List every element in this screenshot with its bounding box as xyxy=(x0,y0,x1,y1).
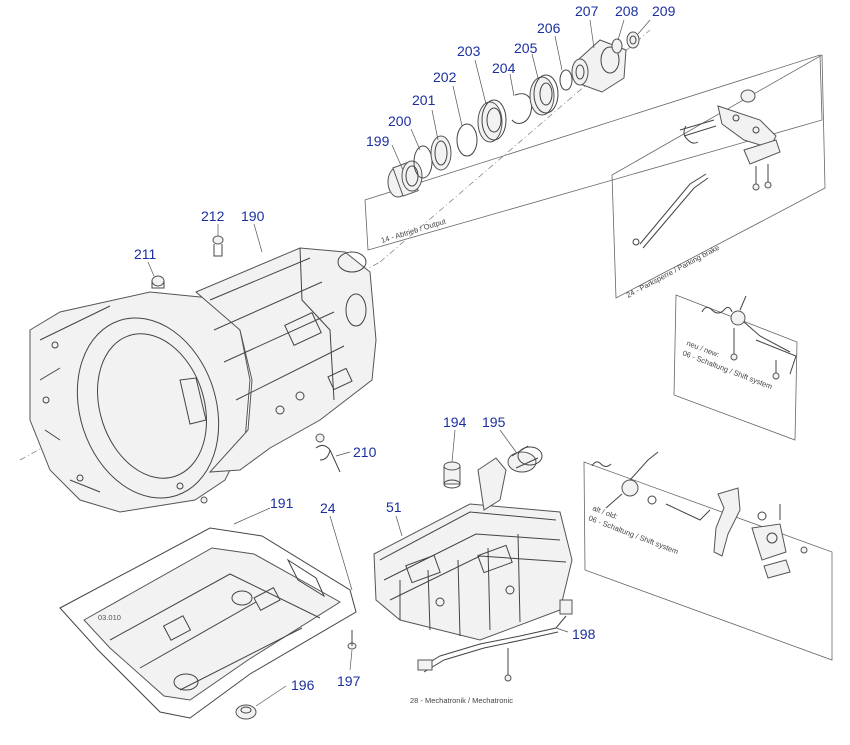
callout-212: 212 xyxy=(201,208,225,224)
filter-194 xyxy=(443,461,461,489)
clip-210 xyxy=(315,433,341,473)
ball-bearing-203 xyxy=(477,99,507,143)
callout-211: 211 xyxy=(134,246,157,262)
bearing-205 xyxy=(529,74,559,116)
callout-210: 210 xyxy=(353,444,377,460)
callout-206: 206 xyxy=(537,20,561,36)
output-caption: 14 - Abtrieb / Output xyxy=(380,216,448,244)
callout-191: 191 xyxy=(270,495,294,511)
bolt-197 xyxy=(347,630,357,650)
ring-201 xyxy=(430,135,452,171)
filter-196 xyxy=(235,704,257,720)
parking-caption: 24 - Parksperre / Parking brake xyxy=(625,243,721,300)
mechatronic-caption: 28 - Mechatronik / Mechatronic xyxy=(410,696,513,705)
callout-203: 203 xyxy=(457,43,481,59)
plug-211 xyxy=(151,275,165,289)
callout-207: 207 xyxy=(575,3,599,19)
needle-bearing-199 xyxy=(387,160,423,198)
shift-system-old xyxy=(591,451,808,579)
shift-system-new xyxy=(701,295,797,380)
coupling-195 xyxy=(507,445,543,473)
parking-brake-assembly xyxy=(632,89,781,249)
shift-old-frame: alt / old: 06 - Schaltung / Shift system xyxy=(583,461,833,661)
callout-51: 51 xyxy=(386,499,402,515)
callout-195: 195 xyxy=(482,414,506,430)
callout-198: 198 xyxy=(572,626,596,642)
callout-199: 199 xyxy=(366,133,390,149)
parking-brake-frame: 24 - Parksperre / Parking brake xyxy=(611,54,826,300)
callout-197: 197 xyxy=(337,673,361,689)
wiring-harness-198 xyxy=(417,599,573,682)
callout-labels: 199 200 201 202 203 204 205 206 207 208 … xyxy=(134,3,676,693)
callout-205: 205 xyxy=(514,40,538,56)
breather-212 xyxy=(212,235,224,257)
callout-209: 209 xyxy=(652,3,676,19)
ring-206 xyxy=(559,69,573,91)
ring-200 xyxy=(413,145,433,179)
callout-200: 200 xyxy=(388,113,412,129)
shift-old-sub-caption: 06 - Schaltung / Shift system xyxy=(587,513,679,556)
mechatronic-51: 28 - Mechatronik / Mechatronic xyxy=(373,445,573,705)
callout-201: 201 xyxy=(412,92,436,108)
snap-ring-202 xyxy=(456,123,478,157)
output-flange-207 xyxy=(571,39,627,93)
callout-202: 202 xyxy=(433,69,457,85)
transmission-housing-190 xyxy=(29,247,377,513)
circlip-204 xyxy=(511,93,533,124)
oil-pan-191: 03.010 xyxy=(59,527,357,719)
pan-code: 03.010 xyxy=(98,613,121,622)
nut-209 xyxy=(626,31,640,49)
callout-204: 204 xyxy=(492,60,516,76)
callout-208: 208 xyxy=(615,3,639,19)
callout-196: 196 xyxy=(291,677,315,693)
seal-208 xyxy=(611,38,623,54)
callout-24: 24 xyxy=(320,500,336,516)
callout-190: 190 xyxy=(241,208,265,224)
leader-lines xyxy=(147,19,651,707)
output-parts xyxy=(387,31,640,198)
shift-new-sub-caption: 06 - Schaltung / Shift system xyxy=(681,348,773,391)
callout-194: 194 xyxy=(443,414,467,430)
